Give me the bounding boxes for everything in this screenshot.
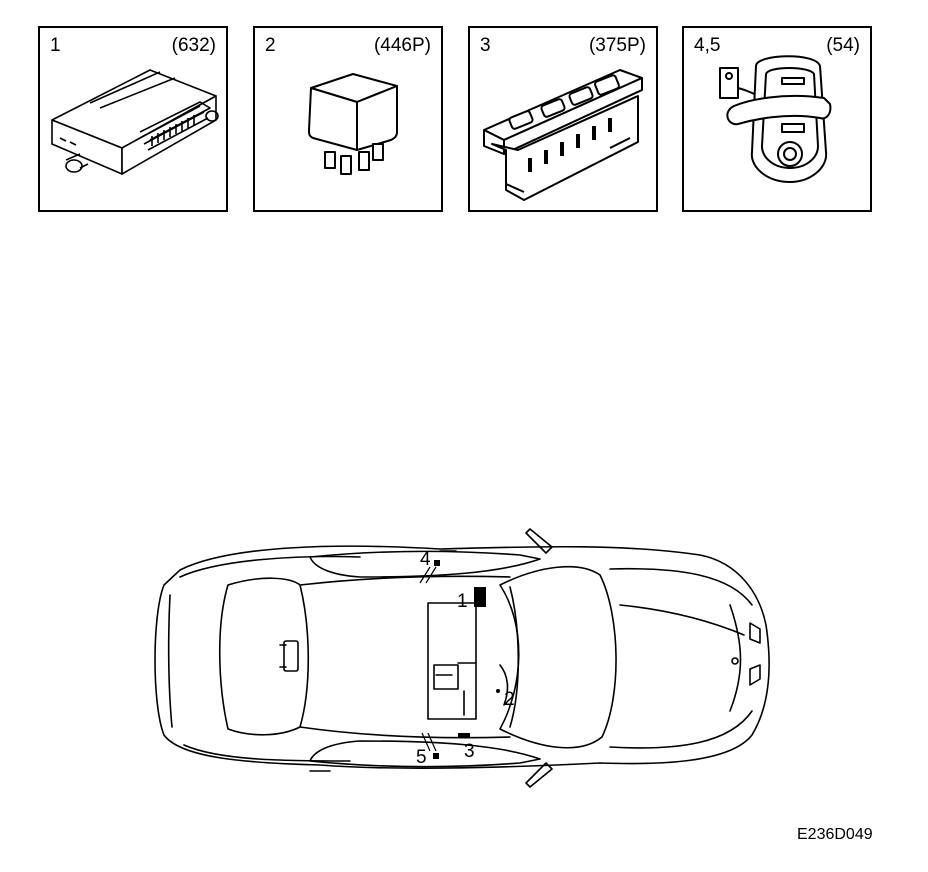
panel-code: (54) (826, 35, 860, 56)
panel-number: 1 (50, 35, 61, 56)
left-mirror (525, 528, 553, 554)
component-panel-4-5: 4,5 (54) (682, 26, 872, 212)
panel-number: 2 (265, 35, 276, 56)
component-panel-3: 3 (375P) (468, 26, 658, 212)
callout-label-5: 5 (416, 747, 427, 768)
car-body-outline (154, 545, 770, 769)
location-marker-2 (496, 689, 500, 693)
panel-number: 4,5 (694, 35, 721, 56)
interior-console (427, 602, 477, 720)
panel-code: (632) (171, 35, 216, 56)
location-marker-3 (458, 733, 470, 738)
component-panel-2: 2 (446P) (253, 26, 443, 212)
door-contact-switch-icon (719, 55, 832, 183)
location-marker-5 (433, 753, 439, 759)
callout-label-3: 3 (464, 741, 475, 762)
upper-door-sill (309, 550, 541, 578)
switch-panel-icon (483, 69, 643, 201)
car-top-view: 4 1 2 5 3 (154, 528, 770, 788)
component-panel-1: 1 (632) (38, 26, 228, 212)
right-mirror (525, 762, 553, 788)
figure-reference: E236D049 (797, 826, 873, 843)
panel-code: (446P) (373, 35, 431, 56)
location-marker-1 (474, 587, 486, 607)
lower-door-sill (309, 740, 541, 768)
callout-label-1: 1 (457, 591, 468, 612)
control-module-icon (51, 69, 219, 175)
callout-label-4: 4 (420, 549, 431, 570)
panel-number: 3 (480, 35, 491, 56)
rear-window (218, 577, 310, 736)
windshield (499, 565, 617, 749)
callout-label-2: 2 (504, 689, 515, 710)
panel-code: (375P) (588, 35, 646, 56)
hood-lines (609, 567, 753, 749)
location-marker-4 (434, 560, 440, 566)
relay-icon (308, 73, 398, 175)
